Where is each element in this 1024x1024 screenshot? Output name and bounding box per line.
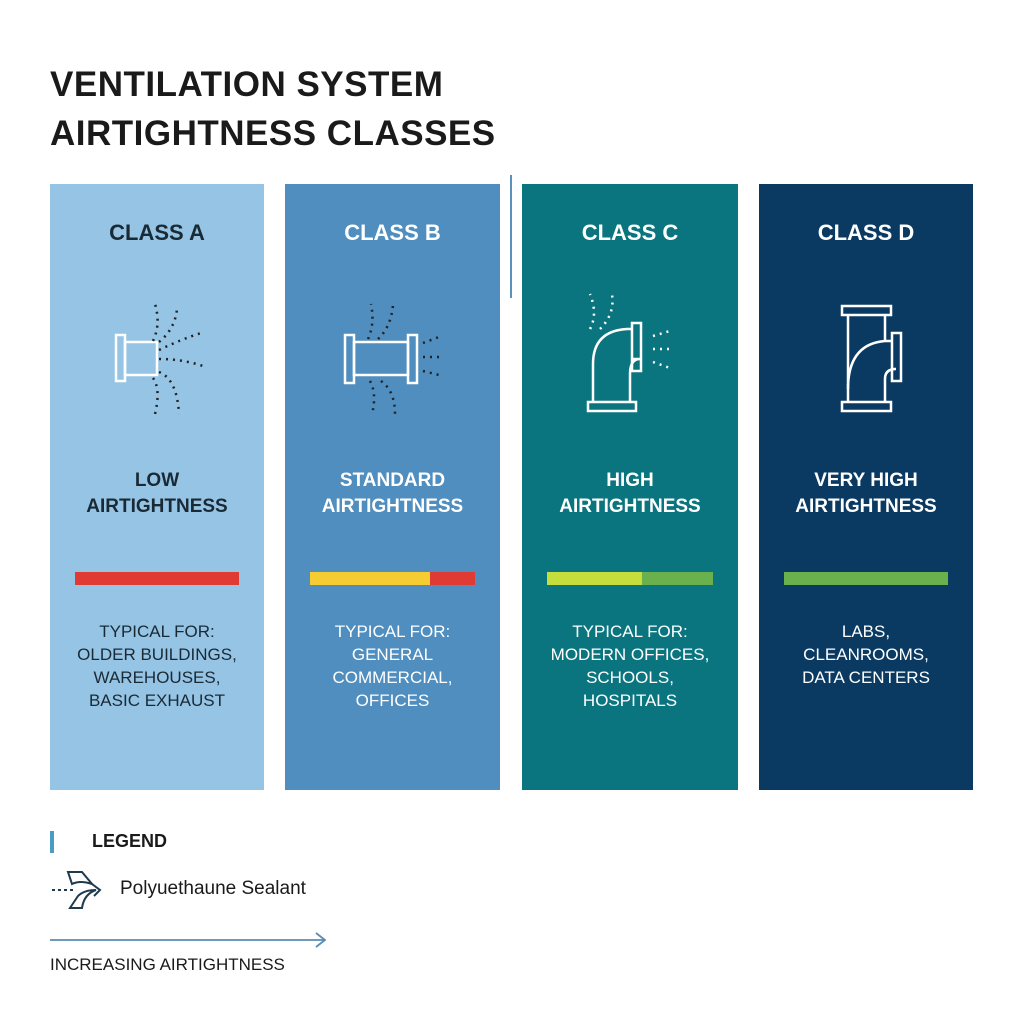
legend-item-sealant: Polyuethaune Sealant [120,878,306,899]
bar-segment [641,572,713,585]
class-a-card: CLASS A LOW AIRTIGHTNESS TYPICAL FOR: OLDE… [50,184,264,790]
divider-line [510,175,512,298]
level-line: VERY HIGH [814,470,918,491]
bar-segment [75,572,239,585]
title-line-1: VENTILATION SYSTEM [50,65,444,104]
typical-line: BASIC EXHAUST [88,691,226,710]
typical-uses: LABS, CLEANROOMS, DATA CENTERS [759,620,973,689]
class-d-card: CLASS D VERY HIGH AIRTIGHTNESS LABS, CLEAN… [759,184,973,790]
typical-line: MODERN OFFICES, [550,645,710,664]
typical-line: TYPICAL FOR: [572,622,688,641]
bar-segment [547,572,642,585]
airtightness-bar [75,572,239,585]
level-line: AIRTIGHTNESS [86,496,228,517]
page-title: VENTILATION SYSTEM AIRTIGHTNESS CLASSES [50,60,496,158]
legend-title: LEGEND [92,831,168,851]
title-line-2: AIRTIGHTNESS CLASSES [50,114,496,153]
elbow-pipe-icon [586,293,673,413]
level-line: AIRTIGHTNESS [559,496,701,517]
class-b-card: CLASS B STANDARD AIRTIGHTNESS TYPICAL FOR… [285,184,500,790]
legend-marker [50,831,54,853]
class-name: CLASS B [344,220,441,245]
typical-line: DATA CENTERS [802,668,930,687]
airtightness-level: STANDARD AIRTIGHTNESS [285,468,500,520]
typical-line: TYPICAL FOR: [99,622,215,641]
typical-line: TYPICAL FOR: [334,622,451,641]
typical-line: WAREHOUSES, [93,668,221,687]
increasing-arrow-icon [50,932,327,948]
class-name: CLASS D [817,220,915,245]
leaking-pipe-icon [114,303,204,415]
axis-label: INCREASING AIRTIGHTNESS [50,955,285,974]
bar-segment [430,572,475,585]
typical-uses: TYPICAL FOR: GENERAL COMMERCIAL, OFFICES [285,620,500,712]
typical-line: SCHOOLS, [586,668,674,687]
airtightness-bar [310,572,475,585]
airtightness-bar [784,572,948,585]
typical-line: OLDER BUILDINGS, [77,645,237,664]
level-line: LOW [134,470,180,491]
airtightness-level: VERY HIGH AIRTIGHTNESS [759,468,973,520]
tee-pipe-icon [840,304,903,413]
airtightness-bar [547,572,713,585]
class-name: CLASS C [581,220,679,245]
typical-line: LABS, [841,622,891,641]
class-c-card: CLASS C HIGH AIRTIGHTNESS TYPICAL FOR: MOD… [522,184,738,790]
sealant-icon [52,871,102,909]
level-line: STANDARD [339,470,446,491]
typical-uses: TYPICAL FOR: OLDER BUILDINGS, WAREHOUSES, B… [50,620,264,712]
typical-line: COMMERCIAL, [332,668,453,687]
leaking-pipe-icon [343,303,443,415]
typical-line: HOSPITALS [582,691,678,710]
airtightness-level: LOW AIRTIGHTNESS [50,468,264,520]
level-line: AIRTIGHTNESS [321,496,464,517]
bar-segment [310,572,431,585]
typical-uses: TYPICAL FOR: MODERN OFFICES, SCHOOLS, HOSPI… [522,620,738,712]
typical-line: CLEANROOMS, [803,645,929,664]
level-line: AIRTIGHTNESS [795,496,937,517]
level-line: HIGH [606,470,654,491]
typical-line: OFFICES [355,691,430,710]
class-name: CLASS A [109,220,205,245]
typical-line: GENERAL [351,645,434,664]
airtightness-level: HIGH AIRTIGHTNESS [522,468,738,520]
bar-segment [784,572,948,585]
